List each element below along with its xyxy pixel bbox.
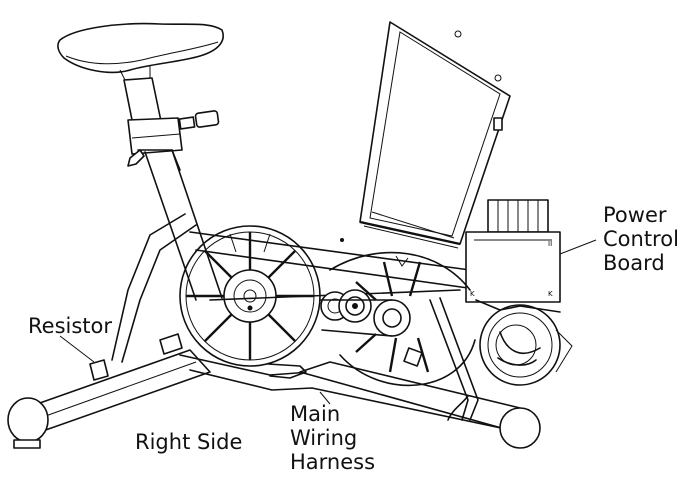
label-line-board: Board bbox=[603, 251, 665, 275]
label-line-control: Control bbox=[603, 227, 679, 251]
left-flywheel bbox=[179, 225, 321, 367]
feet bbox=[7, 397, 541, 449]
label-line-wiring: Wiring bbox=[290, 426, 358, 450]
label-line-power: Power bbox=[603, 203, 667, 227]
seat bbox=[57, 22, 224, 83]
svg-text:II: II bbox=[548, 240, 552, 248]
wiring-harness bbox=[267, 363, 469, 421]
svg-text:K: K bbox=[548, 290, 553, 298]
resistor-label: Resistor bbox=[28, 314, 112, 338]
main-wiring-harness-label: Main Wiring Harness bbox=[290, 402, 375, 474]
label-line-harness: Harness bbox=[290, 450, 376, 474]
console-panel bbox=[359, 21, 511, 249]
right-side-label: Right Side bbox=[135, 430, 243, 454]
generator bbox=[475, 299, 573, 386]
label-line-main: Main bbox=[290, 402, 341, 426]
resistor-part bbox=[59, 333, 183, 381]
right-flywheel bbox=[329, 238, 476, 387]
power-control-board: II K K bbox=[465, 199, 597, 303]
pulleys bbox=[319, 289, 411, 337]
svg-text:K: K bbox=[470, 290, 475, 298]
power-control-board-label: Power Control Board bbox=[603, 203, 679, 275]
seat-post bbox=[123, 77, 220, 171]
